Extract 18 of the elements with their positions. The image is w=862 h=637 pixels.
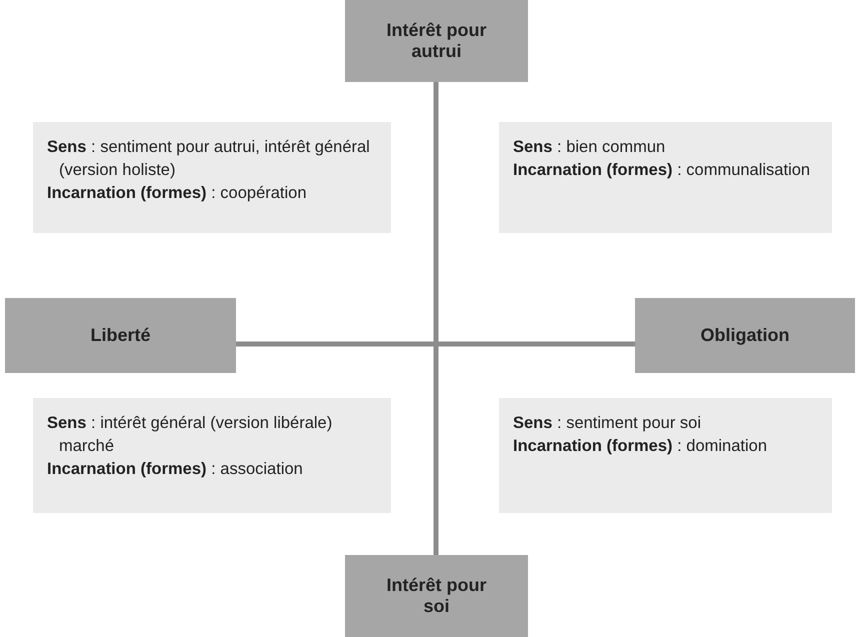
definition-text: Sens : intérêt général (version libérale) marché xyxy=(47,413,334,457)
axis-label: Liberté xyxy=(90,325,150,346)
axis-line xyxy=(236,342,635,346)
axis-label: Intérêt pour soi xyxy=(385,575,488,617)
axis-label-box xyxy=(635,298,855,373)
definition-text: Incarnation (formes) : coopération xyxy=(47,183,308,204)
axis-label-box xyxy=(5,298,236,373)
definition-text: Sens : sentiment pour soi xyxy=(513,413,702,434)
axis-line xyxy=(434,82,438,555)
axis-label: Obligation xyxy=(700,325,790,346)
definition-text: Incarnation (formes) : domination xyxy=(513,436,768,457)
definition-text: Sens : sentiment pour autrui, intérêt général (version holiste) xyxy=(47,137,371,181)
definition-text: Incarnation (formes) : communalisation xyxy=(513,160,812,181)
definition-text: Sens : bien commun xyxy=(513,137,666,158)
axis-label-box xyxy=(345,555,528,637)
axis-label: Intérêt pour autrui xyxy=(385,20,488,62)
definition-text: Incarnation (formes) : association xyxy=(47,459,304,480)
axis-label-box xyxy=(345,0,528,82)
